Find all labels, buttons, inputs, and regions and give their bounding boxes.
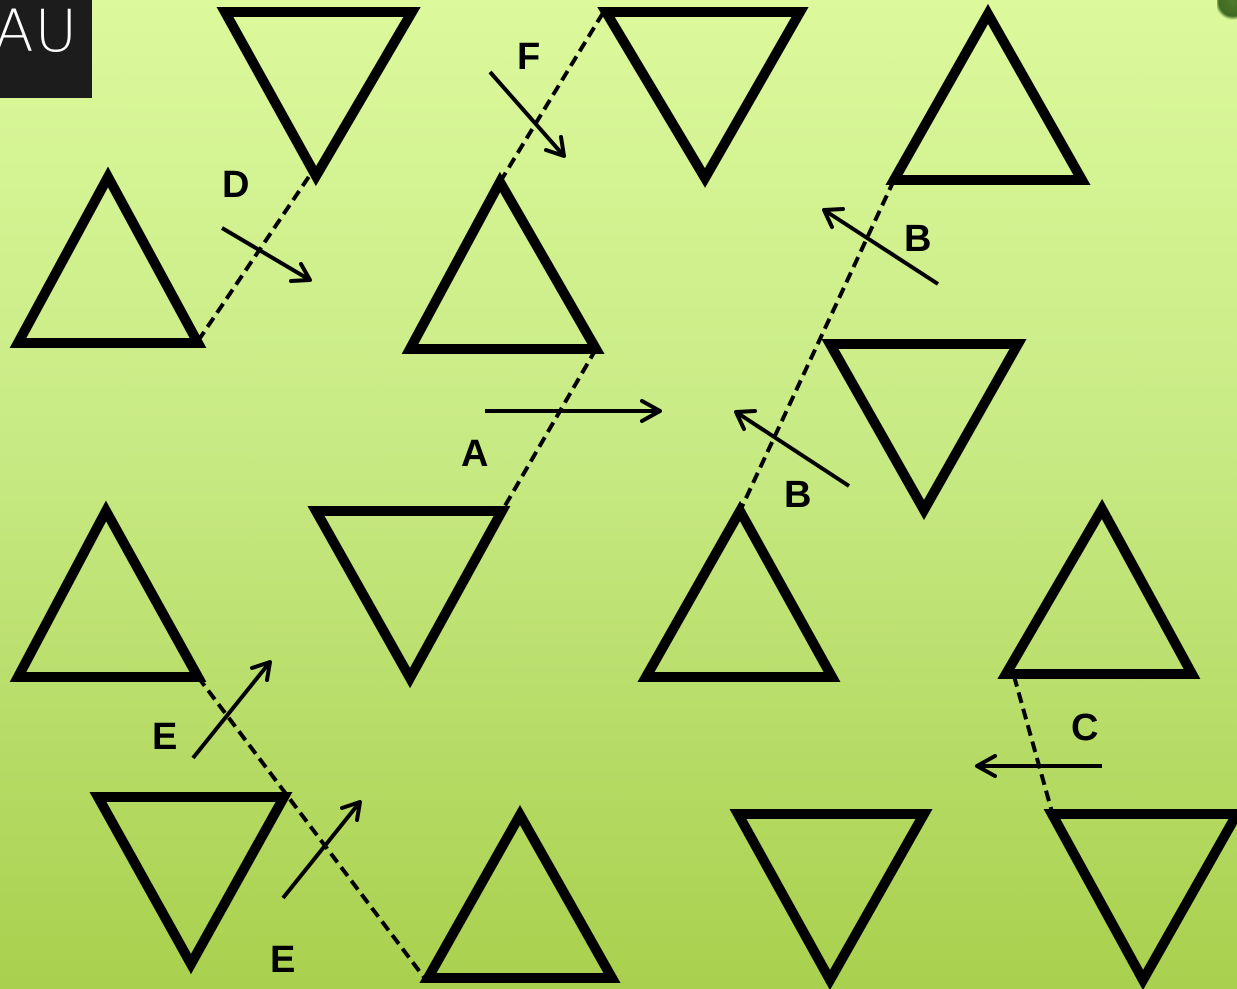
arrows xyxy=(191,70,1102,900)
labels: A B B C D E E F xyxy=(152,36,1098,981)
label-e-lower: E xyxy=(270,939,295,981)
triangle-down xyxy=(216,7,421,187)
arrow-e-upper xyxy=(191,660,272,760)
triangle-up xyxy=(997,498,1201,679)
dashed-line-c xyxy=(1012,675,1054,813)
label-c: C xyxy=(1071,707,1098,749)
arrow-d-head xyxy=(289,262,312,283)
arrow-d xyxy=(220,226,312,282)
triangle-down xyxy=(597,7,809,188)
triangle-up xyxy=(637,500,841,682)
arrow-b-upper xyxy=(822,208,940,286)
dashed-line-e xyxy=(196,675,428,982)
triangle-up xyxy=(9,500,207,682)
dashed-line-f xyxy=(498,6,608,184)
label-a: A xyxy=(461,433,488,475)
triangle-down xyxy=(307,506,511,689)
arrow-b-lower xyxy=(734,410,851,488)
arrow-b-lower-head xyxy=(734,409,757,431)
triangle-down xyxy=(821,339,1027,521)
arrow-f-head xyxy=(544,135,566,158)
triangle-up xyxy=(885,3,1091,185)
triangle-down xyxy=(89,792,293,975)
triangles xyxy=(9,3,1237,989)
dashed-line-a xyxy=(500,347,598,513)
logo-text: AU xyxy=(0,0,79,65)
triangle-up xyxy=(401,171,605,354)
arrow-c-head xyxy=(975,754,997,778)
label-b-lower: B xyxy=(784,474,811,516)
triangle-up xyxy=(9,166,207,348)
label-d: D xyxy=(222,164,249,206)
tree-foliage-decoration xyxy=(1217,0,1237,22)
dashed-lines xyxy=(196,6,1054,982)
dashed-line-b xyxy=(738,179,896,512)
arrow-f xyxy=(488,70,566,158)
arrow-a-head xyxy=(640,399,662,423)
label-e-upper: E xyxy=(152,716,177,758)
label-b-upper: B xyxy=(904,218,931,260)
logo: AU xyxy=(0,0,92,98)
dashed-line-d xyxy=(196,170,314,343)
triangle-down xyxy=(729,809,933,989)
label-f: F xyxy=(517,36,540,78)
triangle-up xyxy=(419,804,621,983)
arrow-e-lower-head xyxy=(340,800,362,822)
arrow-e-upper-head xyxy=(250,660,272,682)
triangle-down xyxy=(1043,809,1237,989)
arrow-e-lower xyxy=(281,800,362,900)
arrow-b-upper-head xyxy=(822,207,845,229)
